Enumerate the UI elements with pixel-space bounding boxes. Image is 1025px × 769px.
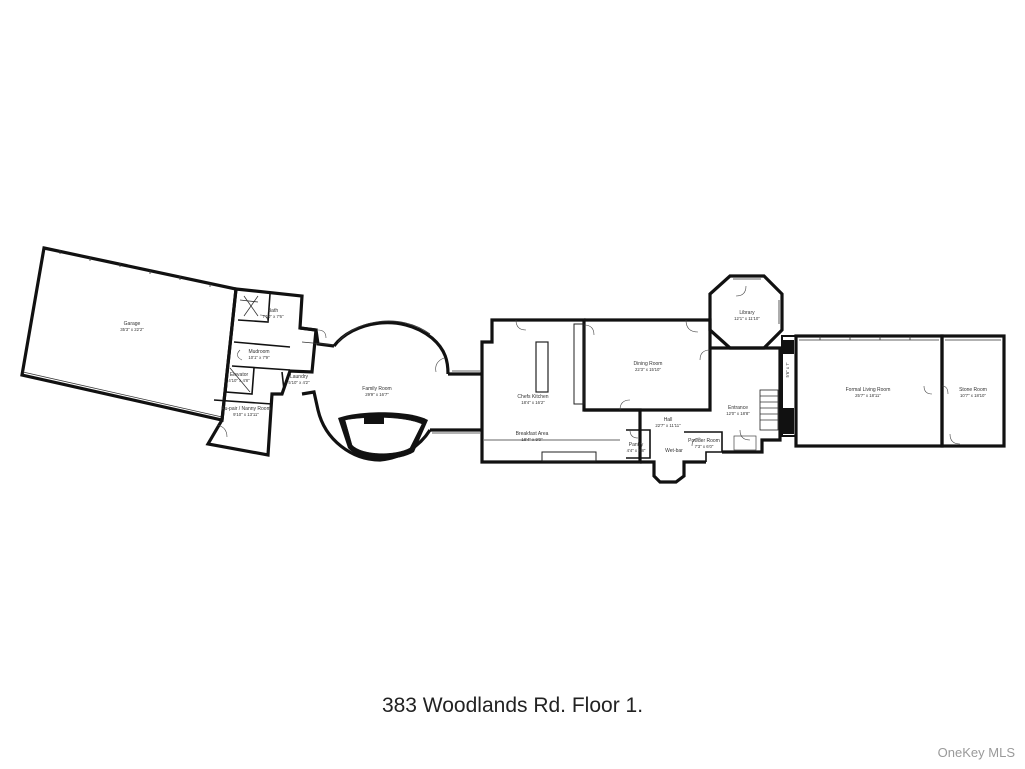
label-stone: Stone Room xyxy=(959,387,987,393)
kitchen-area xyxy=(480,318,642,464)
entrance-area xyxy=(710,346,782,454)
dims-hall: 22'7" x 11'11" xyxy=(655,423,681,428)
label-mudroom: Mudroom xyxy=(248,349,269,355)
label-family: Family Room xyxy=(362,386,391,392)
service-wing xyxy=(205,287,318,457)
room-labels: Garage 35'3" x 22'2" Bath 7'10" x 7'6" M… xyxy=(120,308,987,454)
library-area xyxy=(708,274,784,350)
watermark: OneKey MLS xyxy=(937,745,1015,760)
dims-elevator: 4'10" x 4'8" xyxy=(228,378,250,383)
dims-mudroom: 10'1" x 7'9" xyxy=(248,355,270,360)
stone-room-area xyxy=(940,334,1006,448)
label-laundry: Laundry xyxy=(290,374,309,380)
label-entrance: Entrance xyxy=(728,405,748,411)
dims-powder: 7'3" x 6'0" xyxy=(695,444,714,449)
dims-laundry: 5'10" x 4'2" xyxy=(288,380,310,385)
dims-garage: 35'3" x 22'2" xyxy=(120,327,144,332)
floor-plan-caption: 383 Woodlands Rd. Floor 1. xyxy=(381,694,644,717)
connector xyxy=(299,326,335,348)
dims-bath: 7'10" x 7'6" xyxy=(262,314,284,319)
label-pantry: Pantry xyxy=(629,442,644,448)
label-hall: Hall xyxy=(664,417,673,423)
dims-library: 12'1" x 11'10" xyxy=(734,316,760,321)
garage-area xyxy=(20,246,238,422)
label-dining: Dining Room xyxy=(634,361,663,367)
label-aupair: Au-pair / Nanny Room xyxy=(221,406,270,412)
dims-dining: 22'3" x 15'10" xyxy=(635,367,661,372)
label-powder: Powder Room xyxy=(688,438,720,444)
dining-room-area xyxy=(584,318,712,412)
label-breakfast: Breakfast Area xyxy=(516,431,549,437)
dims-breakfast: 18'4" x 9'0" xyxy=(521,437,543,442)
label-kitchen: Chefs Kitchen xyxy=(517,394,548,400)
label-living: Formal Living Room xyxy=(846,387,891,393)
label-wetbar: Wet-bar xyxy=(665,448,683,454)
label-elevator: Elevator xyxy=(230,372,249,378)
closet-strip: 5'6" x 7' xyxy=(781,335,797,437)
dims-pantry: 4'4" x 4'8" xyxy=(627,448,646,453)
label-library: Library xyxy=(739,310,755,316)
family-room-area xyxy=(301,320,482,462)
dims-aupair: 9'10" x 13'11" xyxy=(233,412,259,417)
label-bath: Bath xyxy=(268,308,279,314)
dims-entrance: 12'0" x 18'8" xyxy=(726,411,750,416)
dims-family: 29'9" x 16'7" xyxy=(365,392,389,397)
svg-text:5'6" x 7': 5'6" x 7' xyxy=(785,362,790,377)
dims-stone: 10'7" x 18'10" xyxy=(960,393,986,398)
dims-kitchen: 18'4" x 16'2" xyxy=(521,400,545,405)
dims-living: 25'7" x 18'11" xyxy=(855,393,881,398)
label-garage: Garage xyxy=(124,321,141,327)
